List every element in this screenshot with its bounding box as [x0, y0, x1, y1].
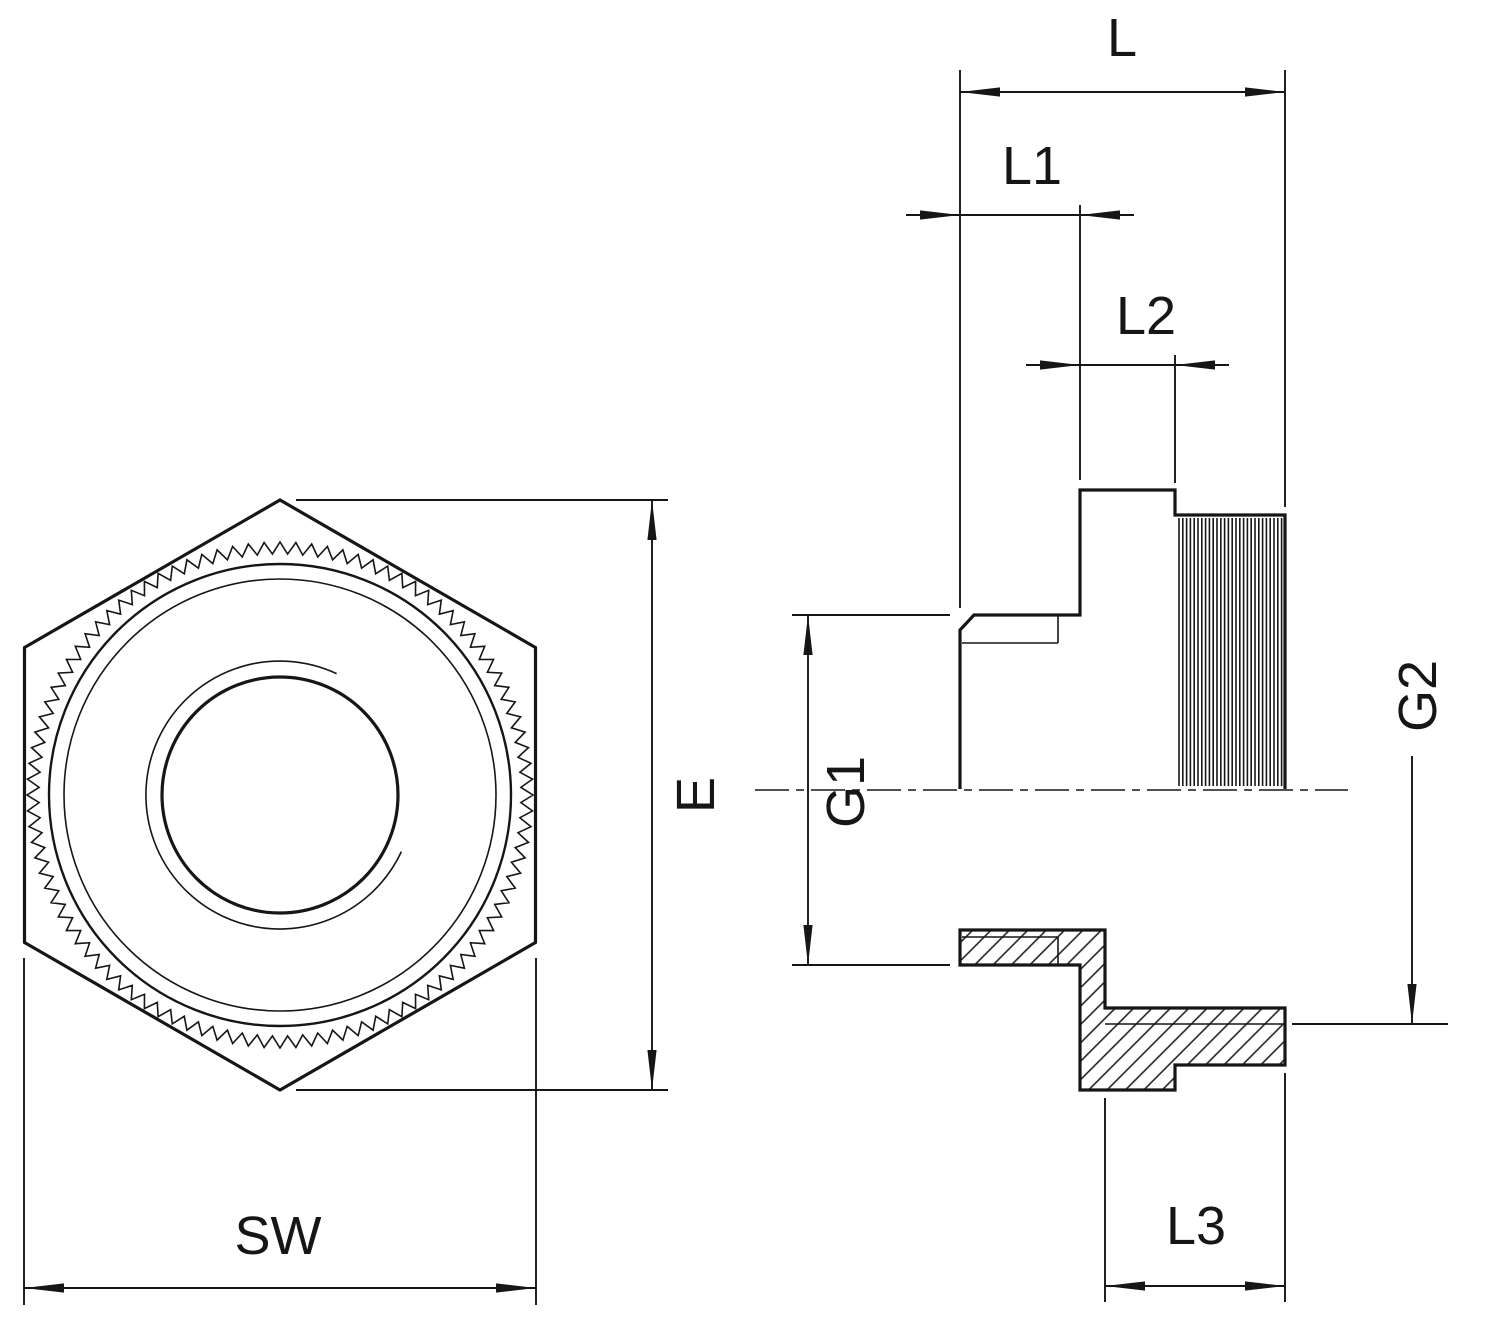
front-view: [22, 498, 538, 1092]
dim-L-extension-lines: [959, 70, 1286, 608]
dim-G1: G1: [792, 614, 950, 966]
dim-SW: SW: [23, 958, 537, 1305]
knurl-ring: [25, 540, 535, 1050]
dim-L2: L2: [1026, 286, 1229, 483]
dim-E: E: [296, 499, 726, 1091]
dim-L3: L3: [1104, 1073, 1286, 1302]
body-circle-inner: [63, 578, 497, 1012]
thread-arc: [145, 660, 403, 930]
dim-L3-extension-lines: [1104, 1073, 1286, 1302]
thread-root-lower: [962, 936, 1285, 1025]
outline-upper: [958, 488, 1287, 789]
dim-G2-label: G2: [1388, 660, 1448, 732]
dim-L1-label: L1: [1002, 136, 1062, 196]
bore-circle: [160, 675, 400, 915]
knurl-lines: [1178, 518, 1283, 786]
dim-SW-extension-lines: [23, 958, 537, 1305]
dim-L3-label: L3: [1166, 1196, 1226, 1256]
dim-E-label: E: [666, 777, 726, 813]
body-circle-outer: [47, 562, 513, 1028]
dim-G1-extension-lines: [792, 614, 950, 966]
side-view: [755, 488, 1348, 1092]
dim-G1-label: G1: [816, 756, 876, 828]
outline-lower: [958, 928, 1287, 1092]
hex-outline: [22, 498, 538, 1092]
dim-SW-label: SW: [235, 1206, 322, 1266]
dim-L-label: L: [1107, 8, 1137, 68]
dim-G2: G2: [1292, 660, 1448, 1025]
dimensions: L L1 L2 L3 E SW: [23, 8, 1448, 1305]
dim-E-extension-lines: [296, 499, 668, 1091]
section-hatch: [960, 930, 1285, 1090]
dim-L1: L1: [906, 136, 1134, 480]
dim-L2-label: L2: [1116, 286, 1176, 346]
thread-root-upper: [962, 615, 1059, 644]
dim-L: L: [959, 8, 1286, 608]
